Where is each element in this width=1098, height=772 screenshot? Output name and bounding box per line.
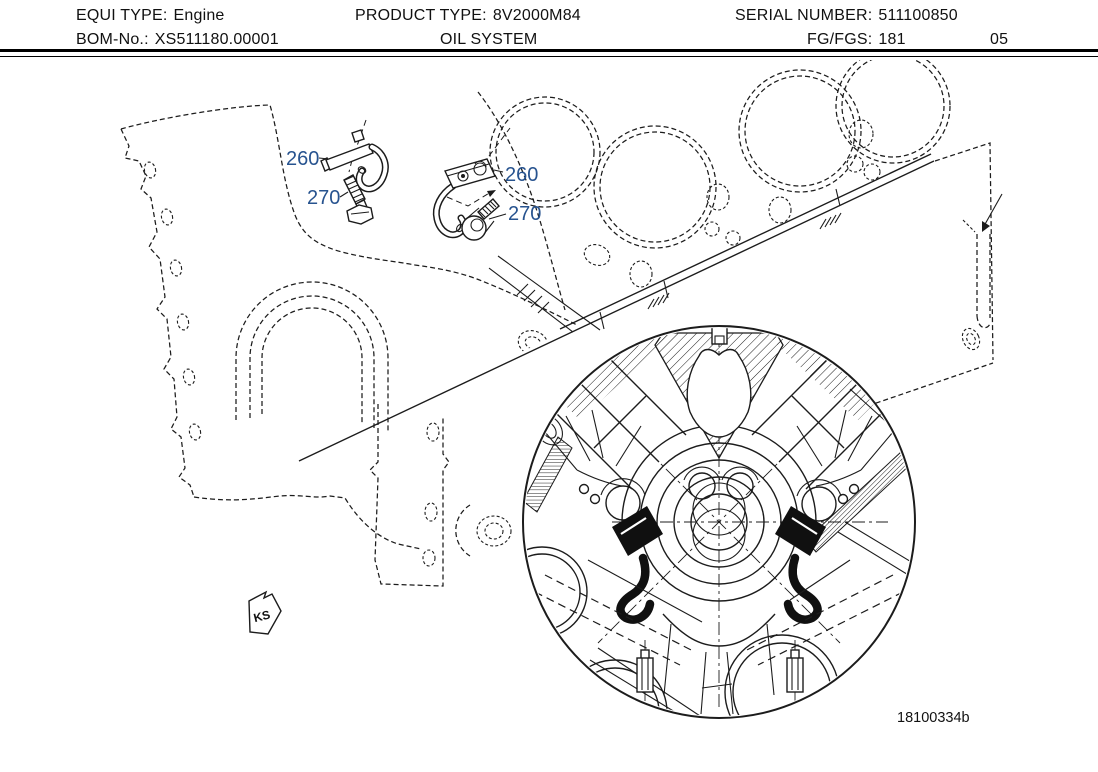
section-title: OIL SYSTEM: [440, 31, 538, 48]
part-group-right: 260 270: [432, 127, 541, 241]
clamp-plate: [444, 158, 496, 189]
product-type-value: 8V2000M84: [492, 7, 581, 24]
clamp-bar: [325, 143, 374, 171]
part-callout-260-left[interactable]: 260: [286, 148, 319, 170]
deck-hatch-marks: [647, 212, 842, 310]
equi-type-label: EQUI TYPE:: [76, 7, 168, 24]
ks-arrow-icon: [248, 590, 282, 635]
product-type-field: PRODUCT TYPE: 8V2000M84: [355, 7, 581, 25]
fg-fgs-label: FG/FGS:: [807, 31, 873, 48]
serial-number-label: SERIAL NUMBER:: [735, 7, 873, 24]
part-callout-270-right[interactable]: 270: [508, 203, 541, 225]
serial-number-value: 511100850: [878, 7, 958, 24]
header-rule-thin: [0, 56, 1098, 57]
leader-270-right: [488, 213, 507, 220]
clamp-stub: [351, 129, 365, 143]
part-callout-270-left[interactable]: 270: [307, 187, 340, 209]
engine-block-outline: [120, 60, 1003, 587]
oil-spray-nozzle-right: [775, 506, 826, 624]
oil-spray-nozzle-left: [612, 506, 663, 624]
hex-bolt-drawing: [461, 198, 500, 241]
leader-270-left: [339, 191, 349, 198]
drawing-number: 18100334b: [897, 710, 970, 726]
equi-type-value: Engine: [173, 7, 225, 24]
product-type-label: PRODUCT TYPE:: [355, 7, 487, 24]
page-code: 05: [990, 31, 1009, 48]
bearing-cap-bolt-right: [786, 640, 804, 714]
stud-bolt-drawing: [343, 174, 374, 225]
header-rule-thick: [0, 49, 1098, 52]
bom-no-field: BOM-No.: XS511180.00001: [76, 31, 279, 49]
bom-no-label: BOM-No.:: [76, 31, 149, 48]
bearing-cap-bolt-left: [636, 640, 654, 714]
equi-type-field: EQUI TYPE: Engine: [76, 7, 225, 25]
leader-260-left: [318, 157, 330, 160]
ks-label: KS: [252, 608, 272, 626]
serial-number-field: SERIAL NUMBER: 511100850: [735, 7, 958, 25]
fg-fgs-value: 181: [878, 31, 906, 48]
ks-view-marker: KS: [248, 590, 282, 635]
part-callout-260-right[interactable]: 260: [505, 164, 538, 186]
leader-260-right: [493, 169, 504, 173]
part-group-left: 260 270: [286, 119, 389, 225]
fg-fgs-field: FG/FGS: 181: [807, 31, 906, 49]
cylinder-bores: [489, 60, 951, 356]
bom-no-value: XS511180.00001: [154, 31, 279, 48]
